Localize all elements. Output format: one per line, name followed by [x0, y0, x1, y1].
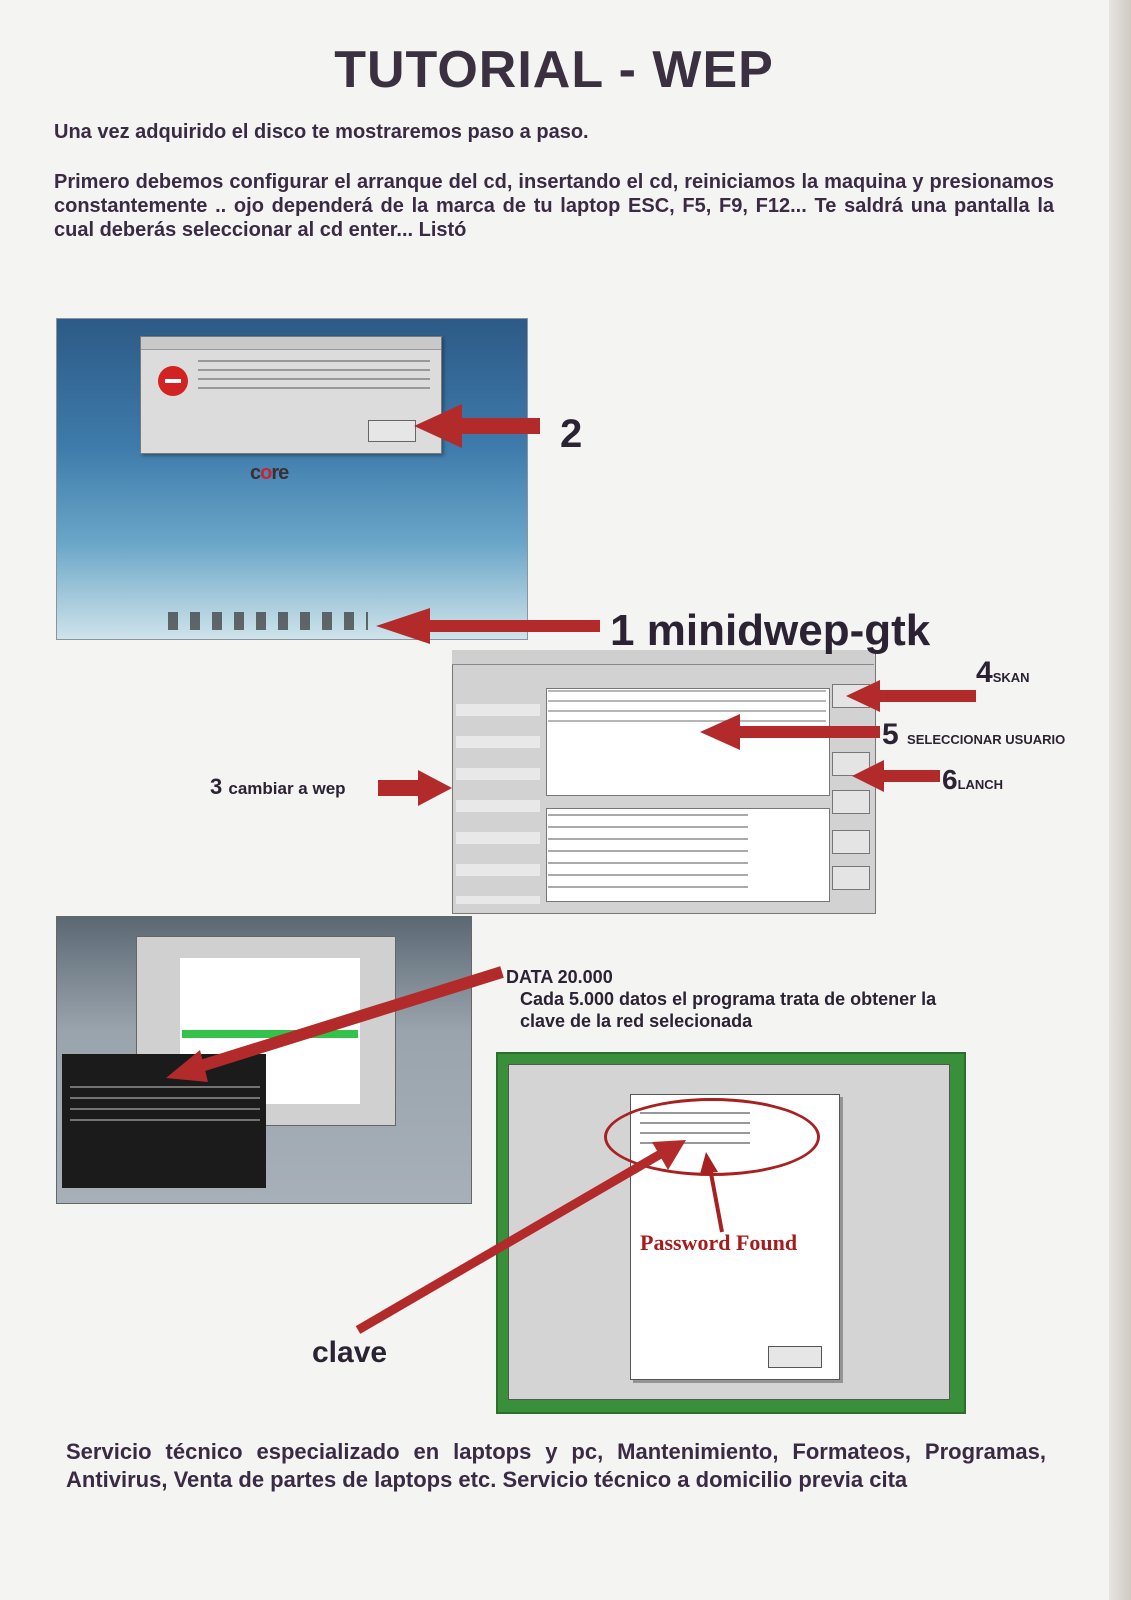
- callout-step6: 6LANCH: [942, 764, 1004, 795]
- close-button[interactable]: [768, 1346, 822, 1368]
- ok-button[interactable]: [368, 420, 416, 442]
- log-lines: [548, 814, 748, 894]
- data-count-label: DATA 20.000: [506, 967, 613, 987]
- network-rows[interactable]: [548, 690, 826, 730]
- window-titlebar: [452, 650, 874, 665]
- terminal-output: [70, 1086, 260, 1130]
- arrow-step3: [378, 770, 452, 806]
- scan-button[interactable]: [832, 684, 870, 708]
- launch-button[interactable]: [832, 752, 870, 776]
- abort-button[interactable]: [832, 790, 870, 814]
- callout-step2: 2: [560, 412, 583, 456]
- callout-step5: 5 SELECCIONAR USUARIO: [882, 718, 1066, 751]
- page-title: TUTORIAL - WEP: [334, 41, 774, 99]
- clave-label: clave: [312, 1336, 388, 1369]
- scan-page-edge: [1109, 0, 1131, 1600]
- password-found-label: Password Found: [640, 1230, 798, 1255]
- taskbar-icons[interactable]: [168, 612, 368, 630]
- data-description: Cada 5.000 datos el programa trata de ob…: [520, 989, 937, 1031]
- dialog-titlebar: [141, 337, 441, 350]
- intro-text: Una vez adquirido el disco te mostraremo…: [54, 121, 589, 143]
- distro-logo: core: [250, 462, 289, 484]
- boot-instructions: Primero debemos configurar el arranque d…: [54, 171, 1054, 241]
- callout-step3: 3 cambiar a wep: [210, 774, 346, 799]
- callout-step1: 1 minidwep-gtk: [610, 606, 931, 655]
- stop-icon: [158, 366, 188, 396]
- settings-sidebar[interactable]: [456, 684, 540, 904]
- highlight-ring: [604, 1098, 820, 1176]
- progress-bar: [182, 1030, 358, 1038]
- dialog-message-text: [198, 360, 430, 396]
- callout-step4: 4SKAN: [976, 656, 1030, 689]
- about-button[interactable]: [832, 830, 870, 854]
- footer-services: Servicio técnico especializado en laptop…: [66, 1439, 1046, 1492]
- exit-button[interactable]: [832, 866, 870, 890]
